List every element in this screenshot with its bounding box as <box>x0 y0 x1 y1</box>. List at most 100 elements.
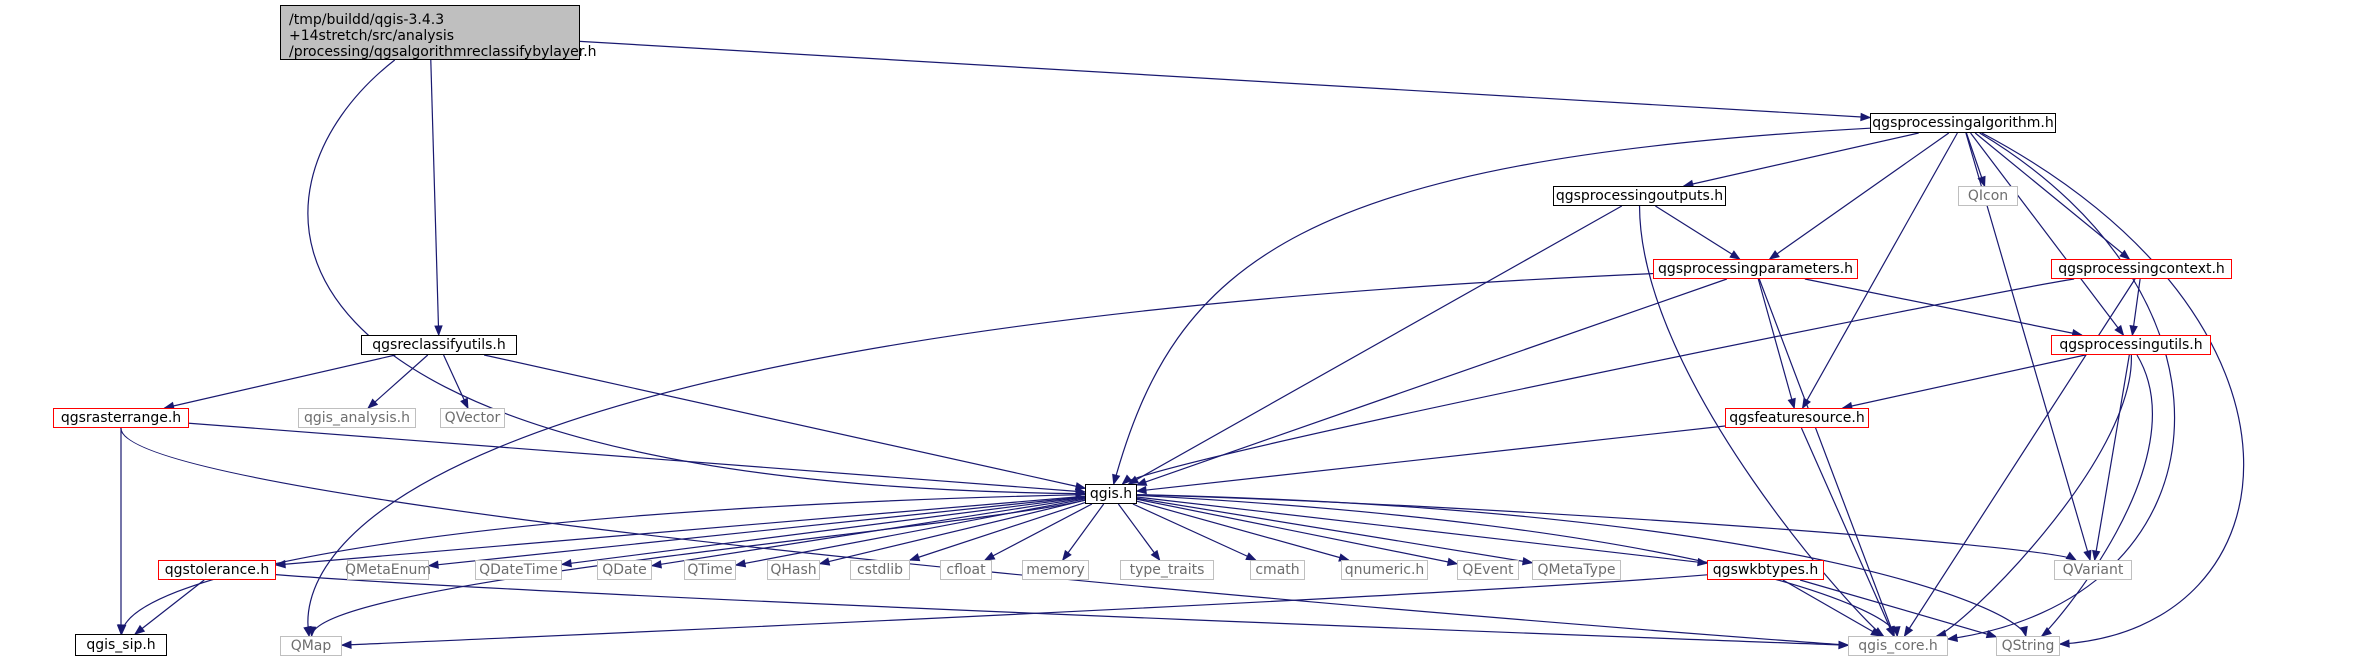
node-qgis-analysis: qgis_analysis.h <box>298 408 416 428</box>
edge-qgis-to-qhash <box>819 499 1086 565</box>
node-qvector: QVector <box>440 408 505 428</box>
node-memory: memory <box>1022 560 1089 580</box>
arrowhead-qgis-to-cstdlib <box>908 553 921 562</box>
edge-parameters-to-qgis <box>1136 278 1728 486</box>
edge-putils-to-qgis_core <box>1936 354 2132 637</box>
edge-putils-to-qstring <box>2041 354 2153 637</box>
edge-root-to-algorithm <box>579 40 1871 119</box>
edge-outputs-to-qgis_core <box>1638 205 1884 637</box>
arrowhead-reclassify-to-qgis_analysis <box>367 398 379 409</box>
node-qgsfeaturesource[interactable]: qgsfeaturesource.h <box>1725 408 1869 428</box>
arrowhead-algorithm-to-qgis <box>1112 473 1121 486</box>
arrowhead-algorithm-to-qgis_core <box>1946 633 1959 642</box>
node-qgsprocessingutils[interactable]: qgsprocessingutils.h <box>2051 335 2211 355</box>
arrowhead-qgis-to-qmap <box>308 626 317 638</box>
edge-tolerance-to-qgis_sip <box>134 579 205 635</box>
node-qgsrasterrange[interactable]: qgsrasterrange.h <box>53 408 189 428</box>
edge-putils-to-qvariant <box>2094 354 2130 561</box>
node-qevent: QEvent <box>1457 560 1519 580</box>
arrowhead-qgis-to-cmath <box>1245 552 1257 561</box>
arrowhead-qgis-to-cfloat <box>983 551 996 561</box>
edge-tolerance-to-qgis_core <box>275 574 1849 646</box>
arrowhead-algorithm-to-qvariant <box>2083 549 2092 562</box>
node-qmetaenum: QMetaEnum <box>345 560 432 580</box>
edge-reclassify-to-qvector <box>443 354 469 409</box>
arrowhead-qgis-to-qmetaenum <box>427 560 439 569</box>
node-qicon: QIcon <box>1958 186 2018 206</box>
edge-qgis-to-qmetaenum <box>428 496 1086 567</box>
edge-featuresource-to-qgis_core <box>1800 427 1895 637</box>
arrowhead-rasterrange-to-qgis <box>1075 487 1087 496</box>
arrowhead-algorithm-to-qstring <box>2058 639 2070 648</box>
edge-parameters-to-putils <box>1804 278 2082 336</box>
node-qmetatype: QMetaType <box>1532 560 1621 580</box>
node-qgstolerance[interactable]: qgstolerance.h <box>158 560 276 580</box>
edge-wkbtypes-to-qmap <box>341 574 1708 646</box>
edge-algorithm-to-qgis_core <box>1947 132 2176 640</box>
arrowhead-context-to-putils <box>2129 325 2138 337</box>
edge-qgis-to-tolerance <box>275 495 1086 566</box>
arrowhead-qgis-to-qtime <box>734 559 747 568</box>
node-qdatetime: QDateTime <box>475 560 562 580</box>
arrowhead-context-to-qgis <box>1121 474 1133 485</box>
edge-qgis-to-qmap <box>311 499 1086 637</box>
edge-qgis-to-wkbtypes <box>1136 496 1708 564</box>
node-qgsprocessingalgorithm[interactable]: qgsprocessingalgorithm.h <box>1870 113 2056 133</box>
node-cstdlib: cstdlib <box>850 560 910 580</box>
edge-root-to-qgis <box>307 59 1086 495</box>
arrowhead-qgis-to-qgis_sip <box>117 624 127 636</box>
node-qnumeric: qnumeric.h <box>1341 560 1428 580</box>
edge-wkbtypes-to-qgis_core <box>1782 579 1881 637</box>
edge-root-to-reclassify <box>430 59 440 336</box>
arrowhead-parameters-to-qgis <box>1135 477 1148 486</box>
node-qstring: QString <box>1996 636 2060 656</box>
edge-reclassify-to-qgis <box>483 354 1086 489</box>
edge-algorithm-to-featuresource <box>1802 132 1958 409</box>
arrowhead-root-to-algorithm <box>1860 112 1872 122</box>
edge-algorithm-to-outputs <box>1683 132 1919 187</box>
arrowhead-putils-to-qstring <box>2040 627 2052 637</box>
arrowhead-qgis-to-qmetatype <box>1521 556 1534 566</box>
arrowhead-wkbtypes-to-qgis_core <box>1870 627 1882 637</box>
arrowhead-qgis-to-qstring <box>2019 625 2028 638</box>
edge-qgis-to-qevent <box>1136 498 1458 565</box>
edge-qgis-to-qnumeric <box>1136 500 1349 561</box>
edge-outputs-to-parameters <box>1655 205 1740 260</box>
arrowhead-qgis-to-qdate <box>650 560 662 569</box>
edge-qgis-to-type_traits <box>1117 503 1161 561</box>
node-qgswkbtypes[interactable]: qgswkbtypes.h <box>1707 560 1824 580</box>
edge-reclassify-to-rasterrange <box>164 354 396 409</box>
node-root-header[interactable]: /tmp/buildd/qgis-3.4.3 +14stretch/src/an… <box>280 5 597 60</box>
arrowhead-wkbtypes-to-qmap <box>340 640 352 650</box>
edge-reclassify-to-qgis_analysis <box>367 354 429 409</box>
edge-qgis-to-cfloat <box>984 503 1093 561</box>
edge-outputs-to-qgis <box>1128 205 1623 485</box>
node-qgis-sip[interactable]: qgis_sip.h <box>75 634 167 656</box>
edge-algorithm-to-qstring <box>1981 132 2245 645</box>
node-type-traits: type_traits <box>1120 560 1214 580</box>
arrowhead-tolerance-to-qgis_core <box>1838 640 1850 650</box>
edge-qgis-to-cmath <box>1132 503 1256 561</box>
node-qgsprocessingcontext[interactable]: qgsprocessingcontext.h <box>2051 259 2232 279</box>
node-qgsreclassifyutils[interactable]: qgsreclassifyutils.h <box>361 335 517 355</box>
edge-qgis-to-qdatetime <box>561 496 1086 566</box>
node-qgsprocessingparameters[interactable]: qgsprocessingparameters.h <box>1653 259 1858 279</box>
edge-qgis-to-qtime <box>735 498 1086 566</box>
node-qgsprocessingoutputs[interactable]: qgsprocessingoutputs.h <box>1553 186 1726 206</box>
arrowhead-reclassify-to-qgis <box>1074 482 1087 491</box>
edge-qgis-to-qgis_sip <box>121 493 1086 635</box>
edge-parameters-to-qmap <box>307 272 1654 637</box>
edge-context-to-qgis_core <box>1903 278 2136 637</box>
arrowhead-featuresource-to-qgis_core <box>1885 625 1895 638</box>
node-qgis[interactable]: qgis.h <box>1085 484 1137 504</box>
edge-wkbtypes-to-qstring <box>1799 579 1997 638</box>
arrowhead-context-to-qgis_core <box>1903 625 1914 638</box>
edge-qgis-to-qmetatype <box>1136 497 1533 564</box>
arrowhead-qgis-to-qevent <box>1446 557 1459 567</box>
arrowhead-qgis-to-qdatetime <box>560 559 572 568</box>
edge-rasterrange-to-qgis_core <box>120 427 1849 646</box>
arrowhead-algorithm-to-putils <box>2114 324 2125 337</box>
arrowhead-qgis-to-qvariant <box>2065 551 2077 561</box>
